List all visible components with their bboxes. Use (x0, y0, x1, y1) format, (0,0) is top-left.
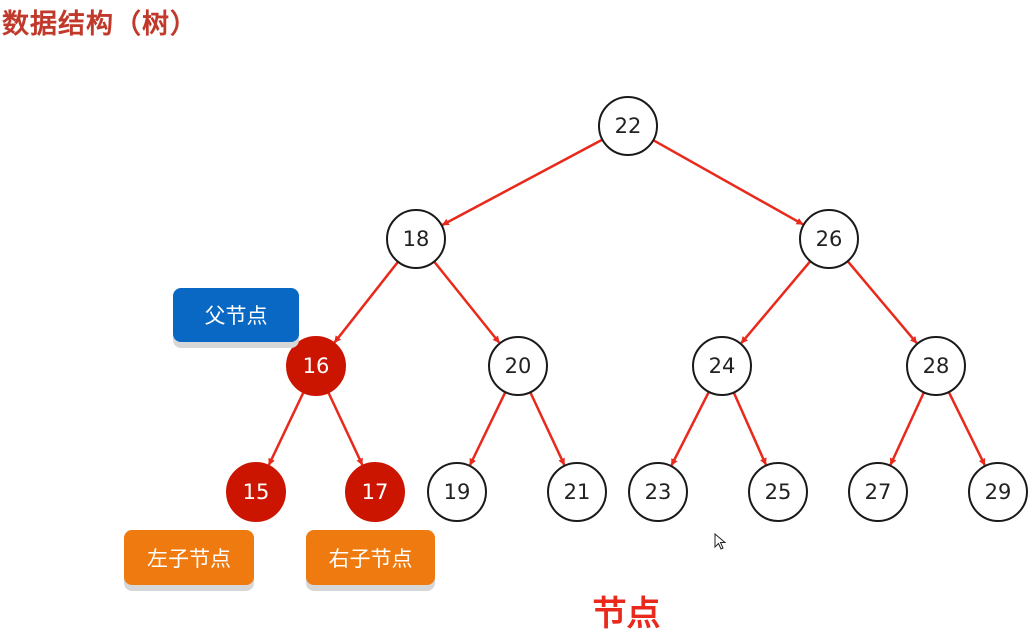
edge-24-23 (670, 391, 710, 466)
node-circle-21 (547, 462, 607, 522)
tree-node-20: 20 (488, 336, 548, 396)
node-label-18: 18 (403, 227, 430, 251)
edge-16-15 (267, 391, 305, 466)
tree-node-16: 16 (286, 336, 346, 396)
edge-24-25 (732, 391, 767, 466)
tree-node-23: 23 (628, 462, 688, 522)
parent-node-tag: 父节点 (173, 288, 299, 342)
edge-26-28 (846, 260, 918, 344)
node-circle-15 (226, 462, 286, 522)
node-label-27: 27 (865, 480, 892, 504)
tree-node-28: 28 (906, 336, 966, 396)
node-circle-26 (799, 209, 859, 269)
edge-20-21 (529, 391, 566, 466)
tree-node-17: 17 (345, 462, 405, 522)
edge-28-29 (947, 391, 986, 466)
tree-node-21: 21 (547, 462, 607, 522)
edge-26-24 (740, 260, 812, 344)
tree-node-22: 22 (598, 96, 658, 156)
node-label-28: 28 (923, 354, 950, 378)
node-circle-29 (968, 462, 1028, 522)
tree-node-15: 15 (226, 462, 286, 522)
node-circle-17 (345, 462, 405, 522)
tree-node-19: 19 (427, 462, 487, 522)
node-label-15: 15 (243, 480, 270, 504)
node-circle-24 (692, 336, 752, 396)
edge-20-19 (468, 391, 507, 466)
tree-node-18: 18 (386, 209, 446, 269)
node-label-22: 22 (615, 114, 642, 138)
node-label-26: 26 (816, 227, 843, 251)
node-circle-28 (906, 336, 966, 396)
node-circle-16 (286, 336, 346, 396)
right-child-tag: 右子节点 (306, 530, 435, 585)
node-circle-23 (628, 462, 688, 522)
node-circle-20 (488, 336, 548, 396)
edge-18-16 (333, 261, 400, 344)
edge-22-26 (652, 139, 804, 226)
node-circle-22 (598, 96, 658, 156)
tree-node-25: 25 (748, 462, 808, 522)
edge-28-27 (889, 391, 926, 466)
nodes-layer: 22 18 26 16 20 24 28 15 17 19 21 23 25 27 29 (226, 96, 1028, 522)
node-label-25: 25 (765, 480, 792, 504)
left-child-tag: 左子节点 (124, 530, 254, 585)
tree-node-26: 26 (799, 209, 859, 269)
tree-node-24: 24 (692, 336, 752, 396)
mouse-pointer-icon (714, 533, 727, 550)
node-label-29: 29 (985, 480, 1012, 504)
edge-22-18 (441, 138, 603, 226)
page-title: 数据结构（树） (2, 9, 198, 40)
node-label-19: 19 (444, 480, 471, 504)
node-label-20: 20 (505, 354, 532, 378)
tree-node-29: 29 (968, 462, 1028, 522)
node-circle-27 (848, 462, 908, 522)
edge-16-17 (327, 391, 364, 466)
node-circle-19 (427, 462, 487, 522)
node-circle-18 (386, 209, 446, 269)
edges-layer (267, 138, 986, 466)
node-label-16: 16 (303, 354, 330, 378)
node-label-17: 17 (362, 480, 389, 504)
edge-18-20 (433, 260, 501, 344)
node-label-24: 24 (709, 354, 736, 378)
node-label-23: 23 (645, 480, 672, 504)
node-circle-25 (748, 462, 808, 522)
node-label-21: 21 (564, 480, 591, 504)
tree-node-27: 27 (848, 462, 908, 522)
